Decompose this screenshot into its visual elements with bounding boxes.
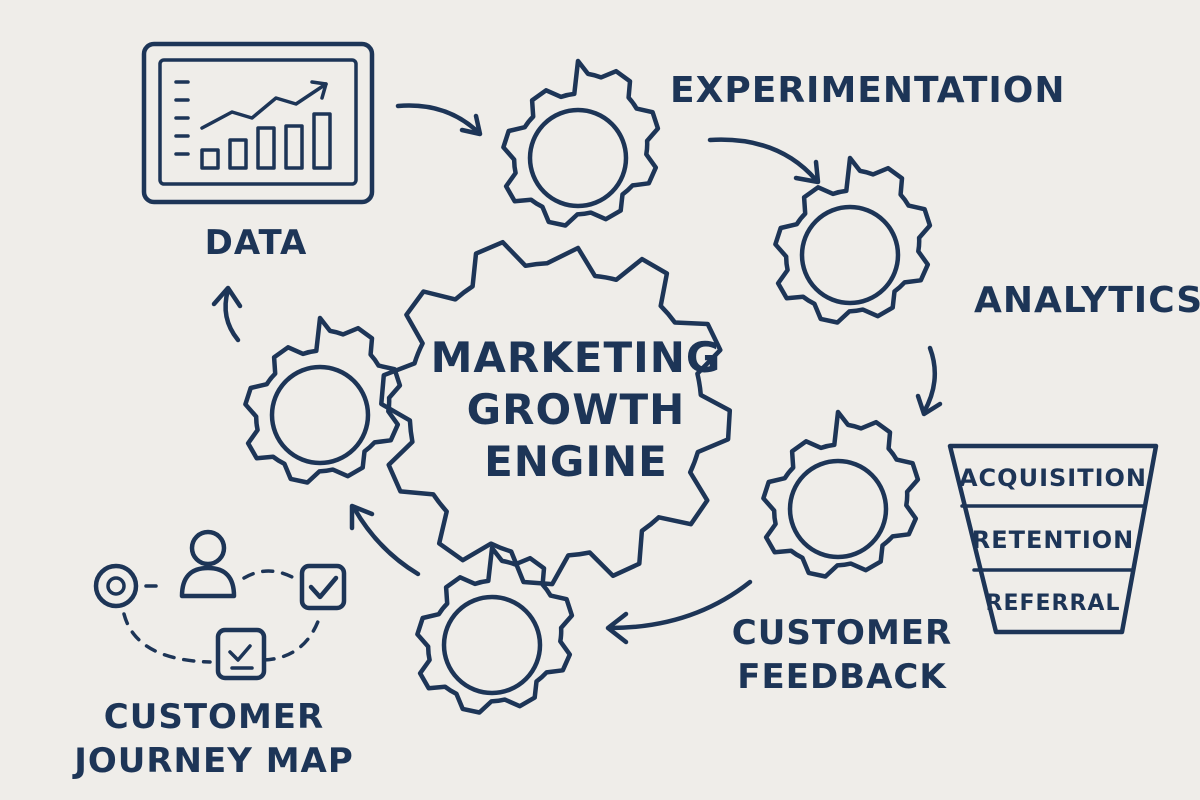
label-journey-line-2: JOURNEY MAP — [72, 741, 354, 781]
center-title-line-2: GROWTH — [467, 385, 686, 434]
arrow-analytics-to-feedback — [915, 345, 943, 417]
funnel-stage-acquisition: ACQUISITION — [959, 464, 1147, 492]
customer-journey-map-icon — [93, 529, 347, 681]
center-title-line-3: ENGINE — [484, 437, 668, 486]
arrow-data-to-experimentation — [395, 103, 483, 137]
left-gear-icon — [243, 315, 403, 485]
label-customer-feedback-line-2: FEEDBACK — [737, 657, 947, 697]
arrow-experimentation-to-analytics — [707, 137, 821, 185]
bottom-gear-icon — [415, 545, 575, 715]
growth-funnel: ACQUISITION RETENTION REFERRAL — [947, 443, 1159, 635]
arrow-left-gear-to-data — [211, 285, 243, 343]
label-journey-line-1: CUSTOMER — [104, 697, 324, 737]
target-icon — [93, 563, 139, 609]
label-customer-feedback-line-1: CUSTOMER — [732, 613, 952, 653]
label-analytics: ANALYTICS — [974, 280, 1200, 321]
customer-feedback-gear-icon — [761, 409, 921, 579]
center-title-line-1: MARKETING — [431, 333, 722, 382]
central-engine-gear-icon: MARKETING GROWTH ENGINE — [379, 239, 733, 587]
funnel-stage-referral: REFERRAL — [986, 591, 1121, 616]
label-experimentation: EXPERIMENTATION — [670, 70, 1066, 111]
data-dashboard-icon — [141, 41, 375, 205]
arrow-bottom-to-left-gear — [349, 503, 421, 577]
arrow-feedback-to-bottom-gear — [605, 579, 753, 645]
funnel-stage-retention: RETENTION — [972, 526, 1135, 554]
person-icon — [179, 529, 237, 599]
analytics-gear-icon — [773, 155, 933, 325]
checkbox-icon — [299, 563, 347, 611]
checklist-icon — [215, 627, 267, 681]
label-data: DATA — [205, 223, 308, 263]
experimentation-gear-icon — [501, 58, 661, 228]
